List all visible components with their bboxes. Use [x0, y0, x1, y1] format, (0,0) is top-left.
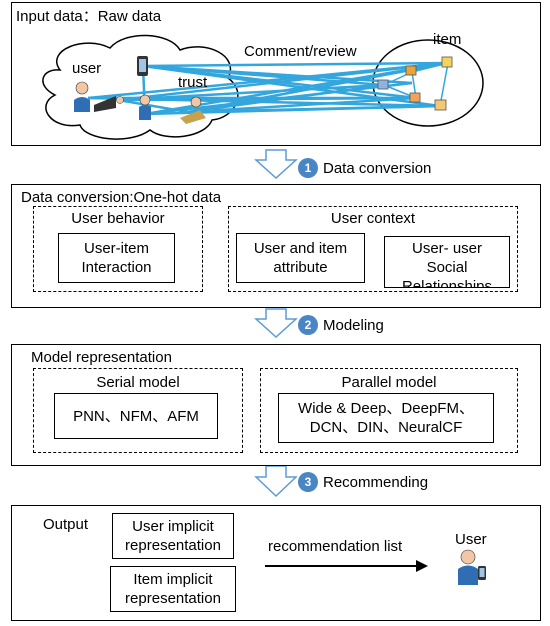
item-icons	[377, 56, 453, 111]
user-context-group	[228, 206, 518, 292]
serial-model-box: PNN、NFM、AFM	[54, 393, 218, 439]
serial-model-title: Serial model	[96, 374, 180, 391]
user-behavior-title: User behavior	[71, 210, 165, 227]
step-3-badge: 3	[298, 472, 318, 492]
step-2-label: Modeling	[323, 317, 384, 334]
user-item-interaction-box: User-item Interaction	[58, 233, 175, 283]
social-relationships-box: User- user Social Relationships	[384, 236, 510, 288]
user-context-title: User context	[330, 210, 416, 227]
user-icons	[74, 56, 206, 124]
comment-review-label: Comment/review	[244, 43, 357, 60]
step-1-label: Data conversion	[323, 160, 432, 177]
step-2-badge: 2	[298, 315, 318, 335]
data-conversion-title: Data conversion:One-hot data	[21, 189, 222, 206]
user-label: user	[72, 60, 102, 77]
arrow-3	[254, 465, 298, 498]
output-user-icon	[458, 549, 486, 585]
user-behavior-group	[33, 206, 203, 292]
recommendation-list-label: recommendation list	[268, 538, 403, 555]
output-title: Output	[43, 516, 89, 533]
arrow-2	[254, 308, 298, 339]
output-user-label: User	[455, 531, 487, 548]
item-label: item	[433, 31, 462, 48]
parallel-model-title: Parallel model	[341, 374, 437, 391]
step-3-label: Recommending	[323, 474, 429, 491]
arrow-1	[254, 149, 298, 180]
trust-label: trust	[178, 74, 208, 91]
item-implicit-representation-box: Item implicit representation	[110, 566, 236, 612]
flow-arrows	[254, 149, 298, 498]
parallel-model-group	[260, 368, 518, 453]
user-item-attribute-box: User and item attribute	[236, 233, 365, 283]
step-1-badge: 1	[298, 158, 318, 178]
input-data-panel	[11, 2, 541, 146]
parallel-model-box: Wide & Deep、DeepFM、 DCN、DIN、NeuralCF	[278, 393, 494, 443]
user-implicit-representation-box: User implicit representation	[112, 513, 234, 559]
interaction-links	[87, 61, 449, 116]
output-panel	[11, 505, 541, 621]
recommendation-arrow	[265, 560, 428, 572]
serial-model-group	[33, 368, 243, 453]
model-representation-title: Model representation	[31, 349, 172, 366]
input-data-title: Input data：Raw data	[16, 8, 162, 25]
